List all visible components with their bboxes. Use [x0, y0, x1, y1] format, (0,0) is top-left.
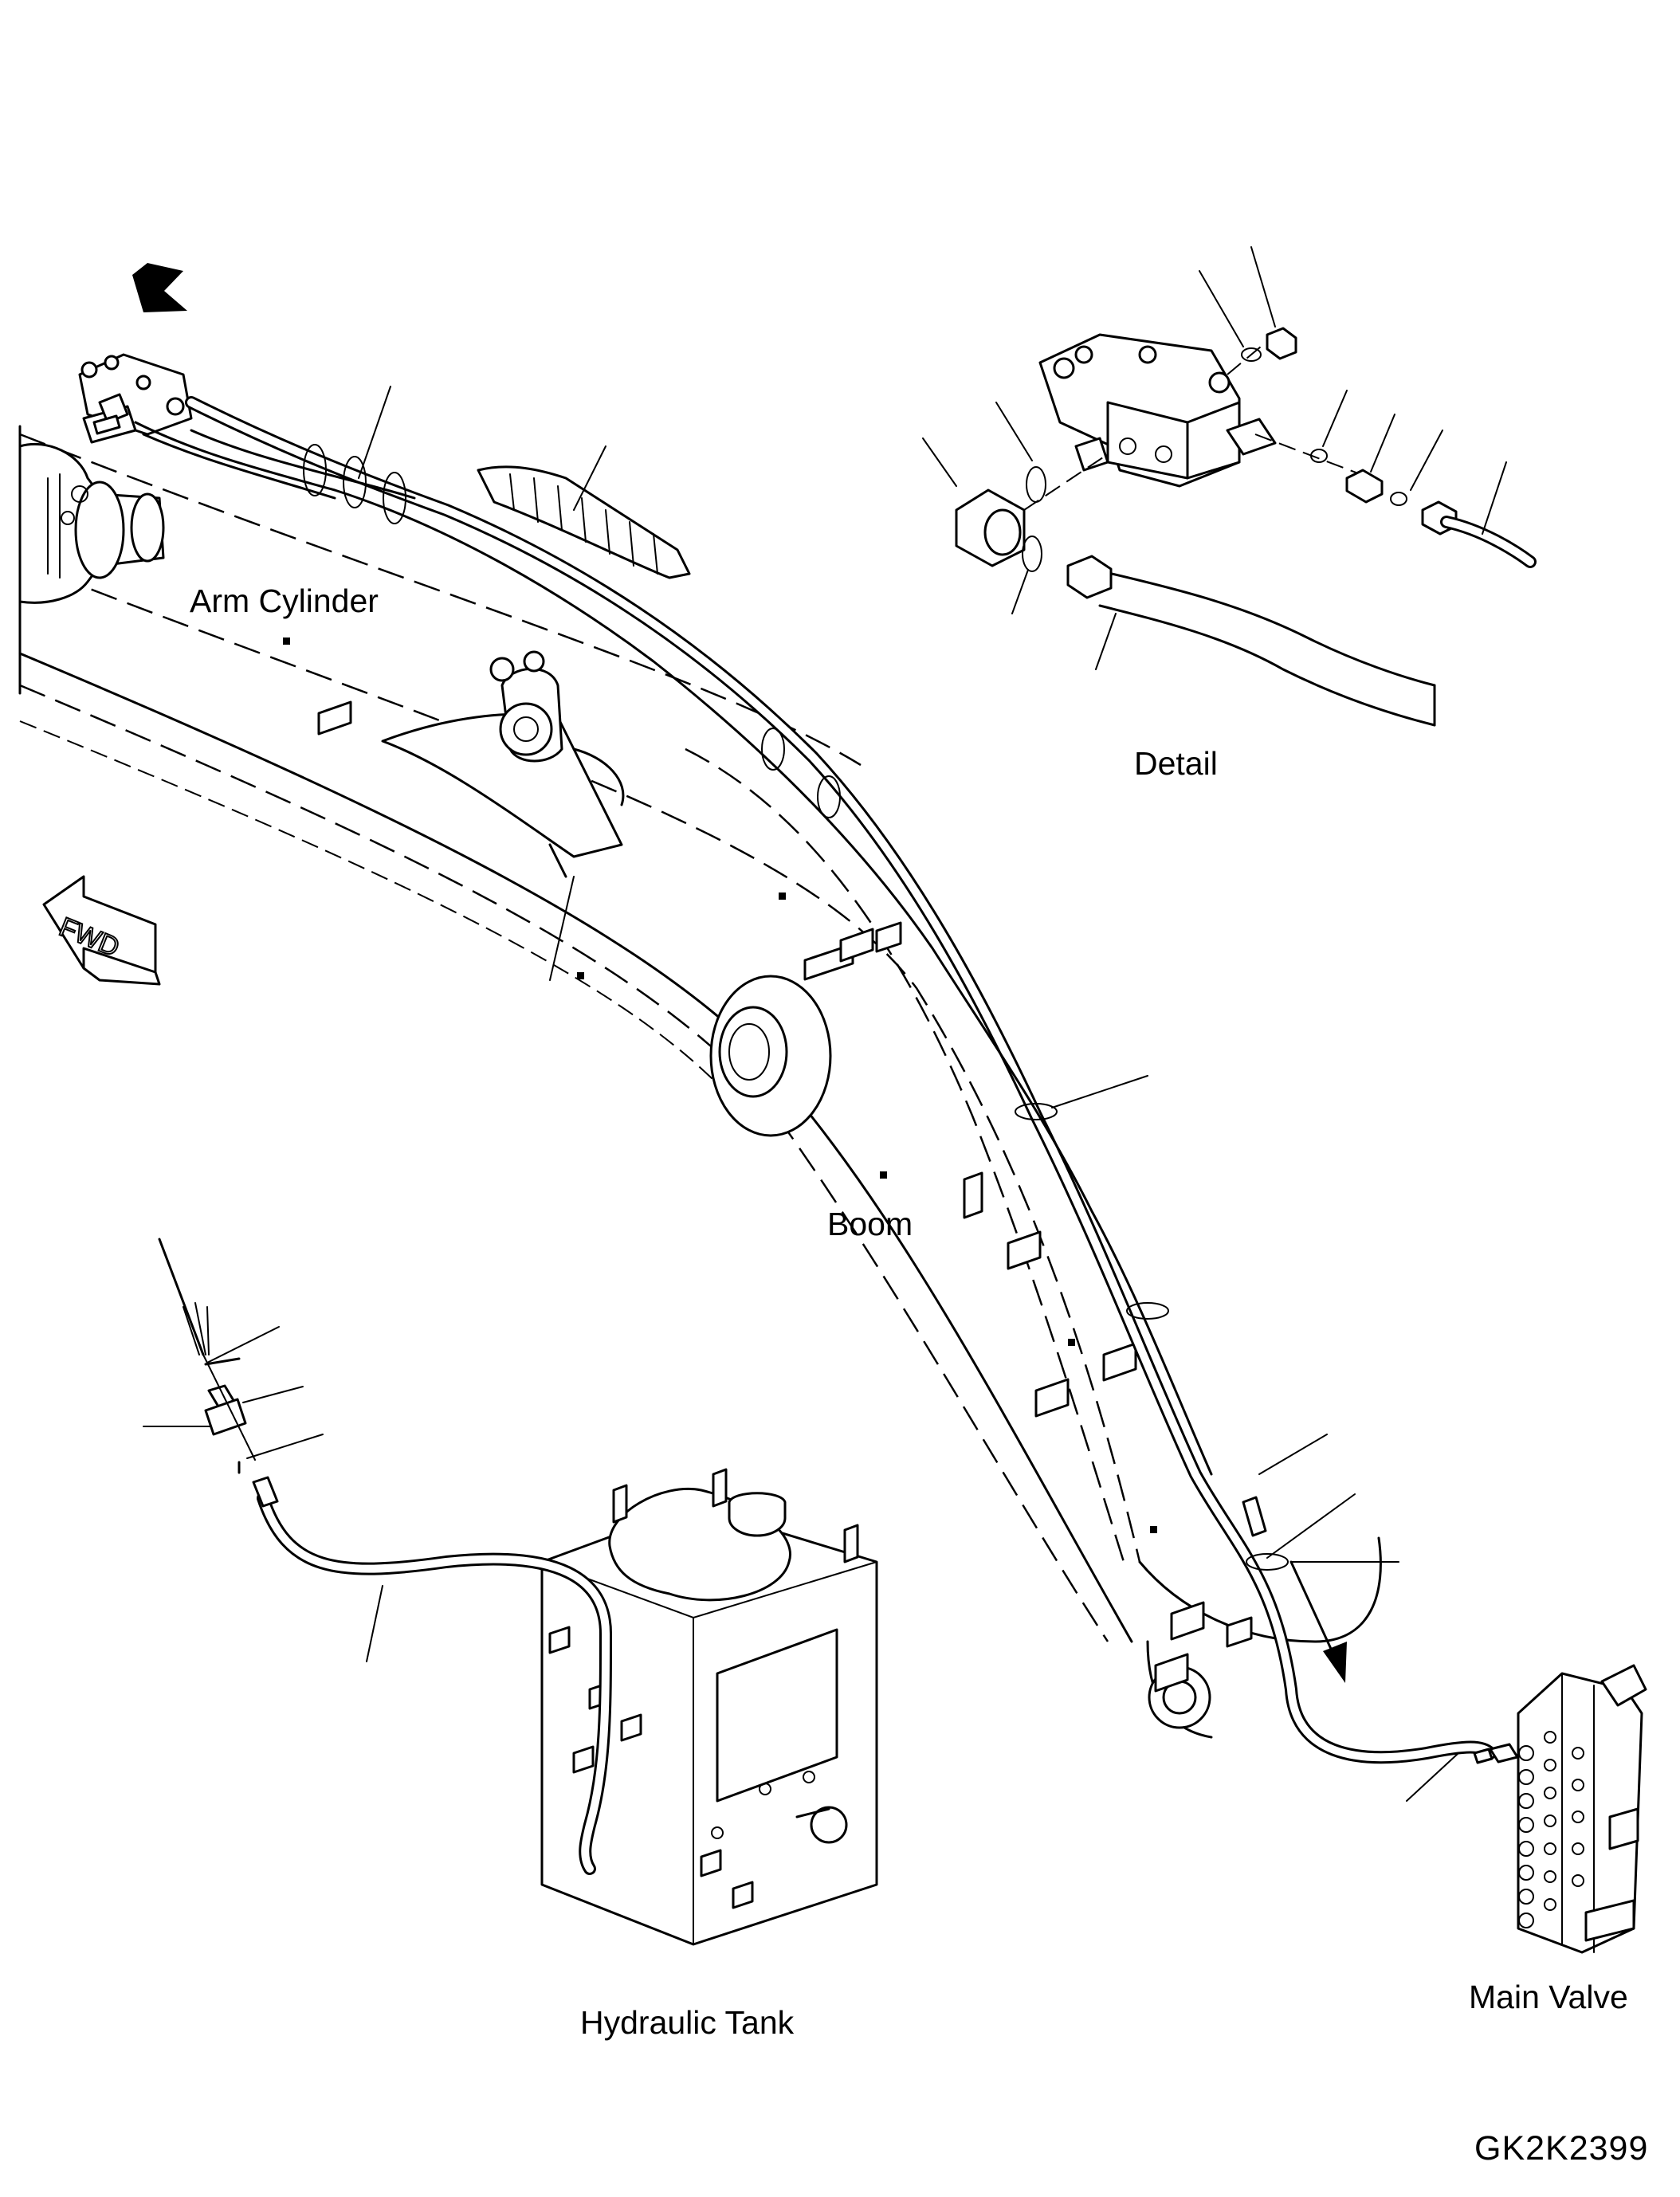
safety-valve-top	[78, 353, 193, 444]
fwd-arrow-icon: FWD	[42, 875, 161, 986]
label-detail: Detail	[1134, 745, 1218, 782]
fitting-assembly	[143, 1238, 383, 1662]
label-boom: Boom	[827, 1206, 913, 1242]
main-valve	[1406, 1664, 1647, 1954]
boom-outline	[18, 425, 1382, 1739]
hose-protector	[477, 465, 691, 579]
drawing-code: GK2K2399	[1474, 2129, 1648, 2168]
arm-cylinder	[18, 442, 165, 604]
detail-view	[922, 246, 1537, 727]
leader-lines	[358, 386, 1399, 1563]
label-main-valve: Main Valve	[1469, 1979, 1628, 2015]
flow-direction-arrow-icon	[1289, 1560, 1347, 1683]
label-arm-cylinder: Arm Cylinder	[190, 583, 379, 619]
pilot-hoses	[134, 396, 1497, 1764]
hydraulic-tank	[252, 1468, 878, 1946]
label-hydraulic-tank: Hydraulic Tank	[580, 2004, 795, 2041]
view-direction-arrow-icon	[132, 263, 187, 312]
